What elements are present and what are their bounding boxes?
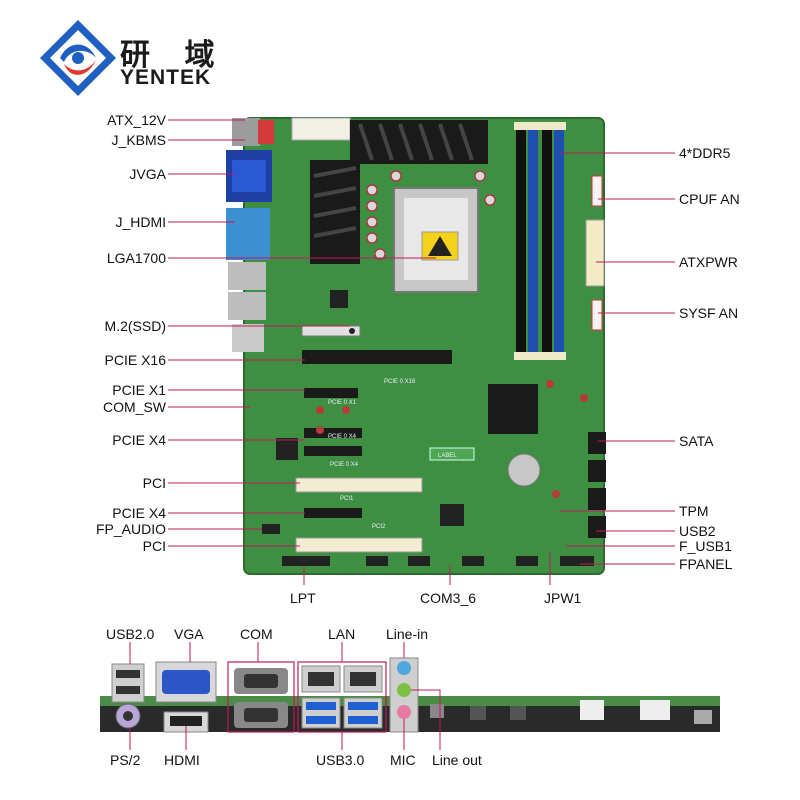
label-atxpwr: ATXPWR <box>679 254 738 270</box>
io-label-usb2: USB2.0 <box>106 626 155 642</box>
label-pcie-x16: PCIE X16 <box>104 352 166 368</box>
yentek-logo <box>38 18 218 98</box>
io-line-in-jack <box>397 661 411 675</box>
pcie-x16-slot <box>302 350 452 364</box>
label-fpanel: FPANEL <box>679 556 733 572</box>
label-com3-6: COM3_6 <box>420 590 477 606</box>
io-label-vga: VGA <box>174 626 204 642</box>
atxpwr-connector <box>585 219 605 287</box>
label-lpt: LPT <box>290 590 316 606</box>
io-hdmi-port <box>170 716 202 726</box>
label-pcie-x1: PCIE X1 <box>112 382 166 398</box>
io-label-ps2: PS/2 <box>110 752 141 768</box>
atx12v-connector <box>232 118 260 146</box>
usb-lan-stack-2 <box>228 292 266 320</box>
io-usb2-port <box>111 663 145 703</box>
io-label-com: COM <box>240 626 273 642</box>
label-jvga: JVGA <box>129 166 166 182</box>
vrm-heatsink-top <box>350 120 488 164</box>
label-com-sw: COM_SW <box>103 399 166 415</box>
label-j-kbms: J_KBMS <box>111 132 166 148</box>
io-label-lan: LAN <box>328 626 356 642</box>
brand-name-cn: 研 域 <box>120 38 227 73</box>
label-tpm: TPM <box>679 503 709 519</box>
leader-lines <box>168 119 675 585</box>
pcie-x4-slot-1 <box>304 428 362 438</box>
lpt-header <box>282 556 330 566</box>
usb-lan-stack-1 <box>228 262 266 290</box>
io-label-mic: MIC <box>390 752 416 768</box>
pci-slot-2 <box>295 537 423 553</box>
label-4-ddr5: 4*DDR5 <box>679 145 731 161</box>
label-pci-2: PCI <box>142 538 166 554</box>
label-pcie-x4-1: PCIE X4 <box>112 432 166 448</box>
label-pcie-x4-2: PCIE X4 <box>112 505 166 521</box>
pcie-x4-slot-2 <box>304 508 362 518</box>
hdmi-com-port <box>226 208 270 260</box>
io-panel <box>100 657 720 733</box>
label-f-usb1: F_USB1 <box>679 538 732 554</box>
pch-heatsink <box>488 384 538 434</box>
lga1700-socket <box>393 187 479 293</box>
brand-name-en: YENTEK <box>120 66 212 89</box>
logo-mark-icon <box>40 20 116 96</box>
ddr5-slots <box>514 122 566 360</box>
cmos-battery <box>507 453 541 487</box>
label-fp-audio: FP_AUDIO <box>95 521 166 537</box>
label-usb2: USB2 <box>679 523 716 539</box>
io-label-line-in: Line-in <box>386 626 429 642</box>
label-sata: SATA <box>679 433 714 449</box>
pcie-x1-slot <box>304 388 358 398</box>
pcie4a-silk: PCIE 0 X4 <box>328 434 357 440</box>
label-cpu-fan: CPUF AN <box>679 191 740 207</box>
io-line-out-jack <box>397 683 411 697</box>
io-label-hdmi: HDMI <box>164 752 200 768</box>
label-pci-1: PCI <box>142 475 166 491</box>
pcie1-silk: PCIE 0 X1 <box>328 400 357 406</box>
label-atx-12v: ATX_12V <box>107 112 166 128</box>
pcie4b-silk: PCIE 0 X4 <box>330 462 359 468</box>
pci-slot-1 <box>295 477 423 493</box>
audio-stack <box>232 324 264 352</box>
sata-ports <box>588 432 606 538</box>
label-jpw1: JPW1 <box>544 590 582 606</box>
label-lga1700: LGA1700 <box>106 250 166 266</box>
label-m2-ssd: M.2(SSD) <box>104 318 166 334</box>
io-mic-jack <box>397 705 411 719</box>
label-sys-fan: SYSF AN <box>679 305 739 321</box>
label-j-hdmi: J_HDMI <box>115 214 166 230</box>
pci1-silk: PCI1 <box>340 496 354 502</box>
vrm-heatsink-left <box>310 160 360 264</box>
io-label-usb3: USB3.0 <box>316 752 365 768</box>
pci2-silk: PCI2 <box>372 524 386 530</box>
pcie16-silk: PCIE 0 X16 <box>384 379 416 385</box>
io-label-line-out: Line out <box>432 752 482 768</box>
io-leader-lines <box>129 642 441 750</box>
io-vga-port <box>162 670 210 694</box>
label-silk: LABEL <box>438 453 457 459</box>
